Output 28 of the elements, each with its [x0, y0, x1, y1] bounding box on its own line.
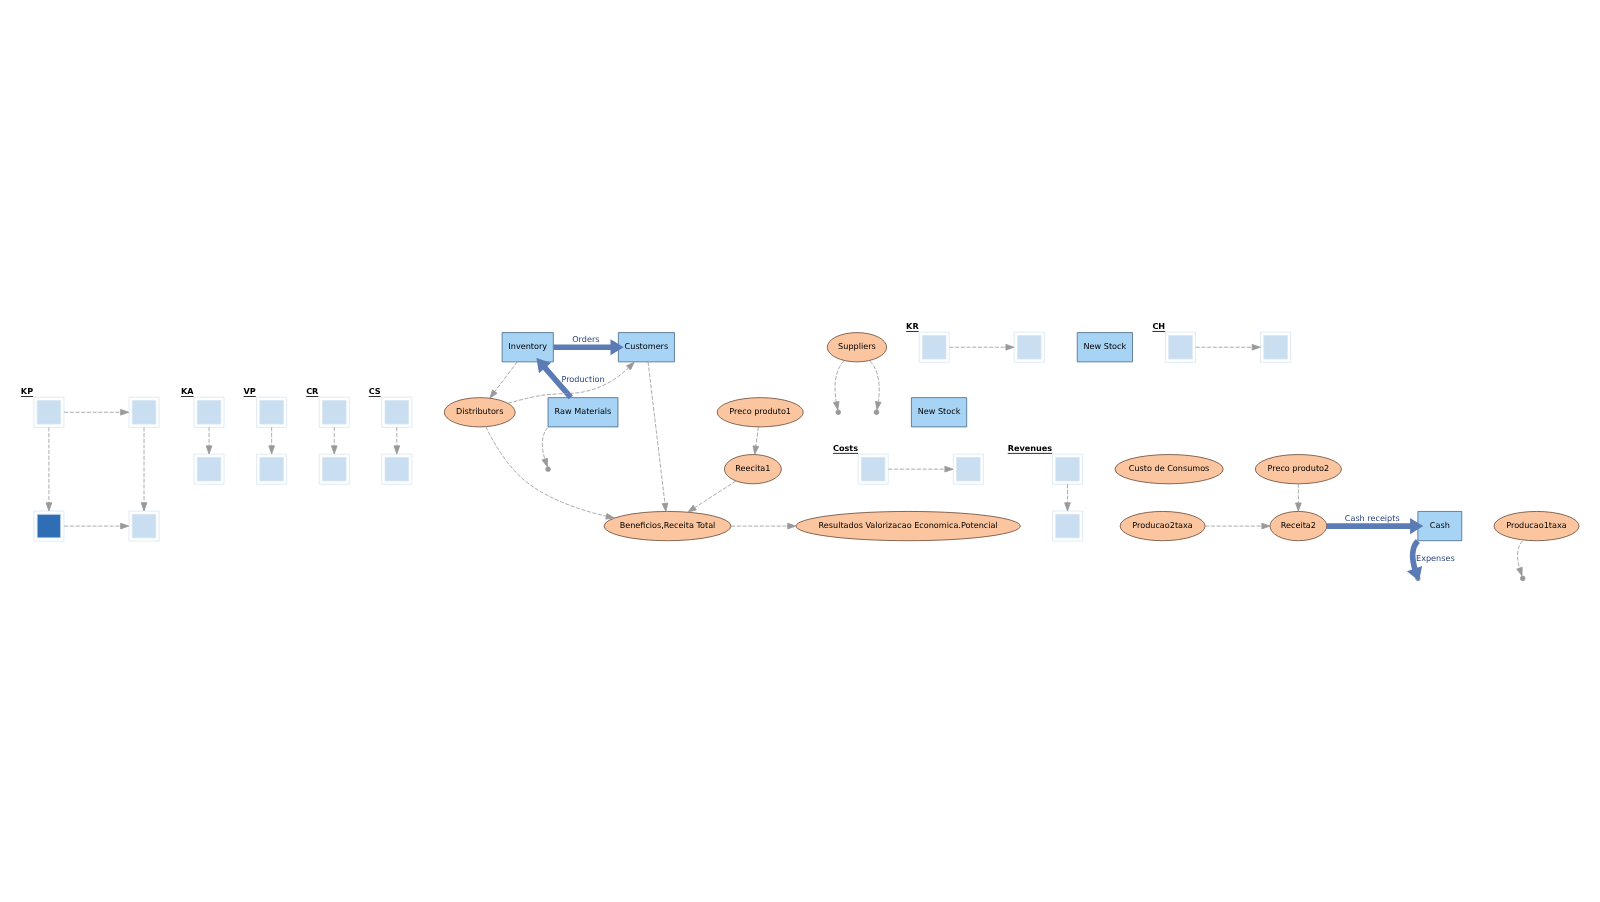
arrow [1064, 482, 1071, 511]
arrow [1204, 521, 1271, 529]
arrow [205, 425, 213, 454]
arrow [63, 408, 130, 415]
arrow [752, 425, 760, 454]
arrow [45, 426, 53, 511]
arrow [140, 426, 148, 511]
arrow [1295, 482, 1302, 511]
arrow [949, 343, 1015, 350]
arrow [833, 359, 845, 410]
arrow [536, 357, 573, 399]
arrow [489, 360, 518, 398]
arrow [331, 425, 338, 454]
arrow [687, 479, 737, 512]
arrow [63, 521, 130, 529]
arrow [553, 338, 624, 355]
arrow [869, 359, 882, 410]
arrow [1195, 343, 1261, 350]
arrow [647, 360, 669, 511]
arrow [1326, 517, 1424, 534]
arrow [1516, 539, 1524, 576]
arrow [268, 425, 275, 454]
arrow [888, 464, 954, 472]
arrow [730, 521, 797, 529]
arrow [393, 425, 401, 454]
arrow [507, 360, 635, 403]
arrow [541, 425, 549, 467]
arrow [485, 425, 615, 519]
